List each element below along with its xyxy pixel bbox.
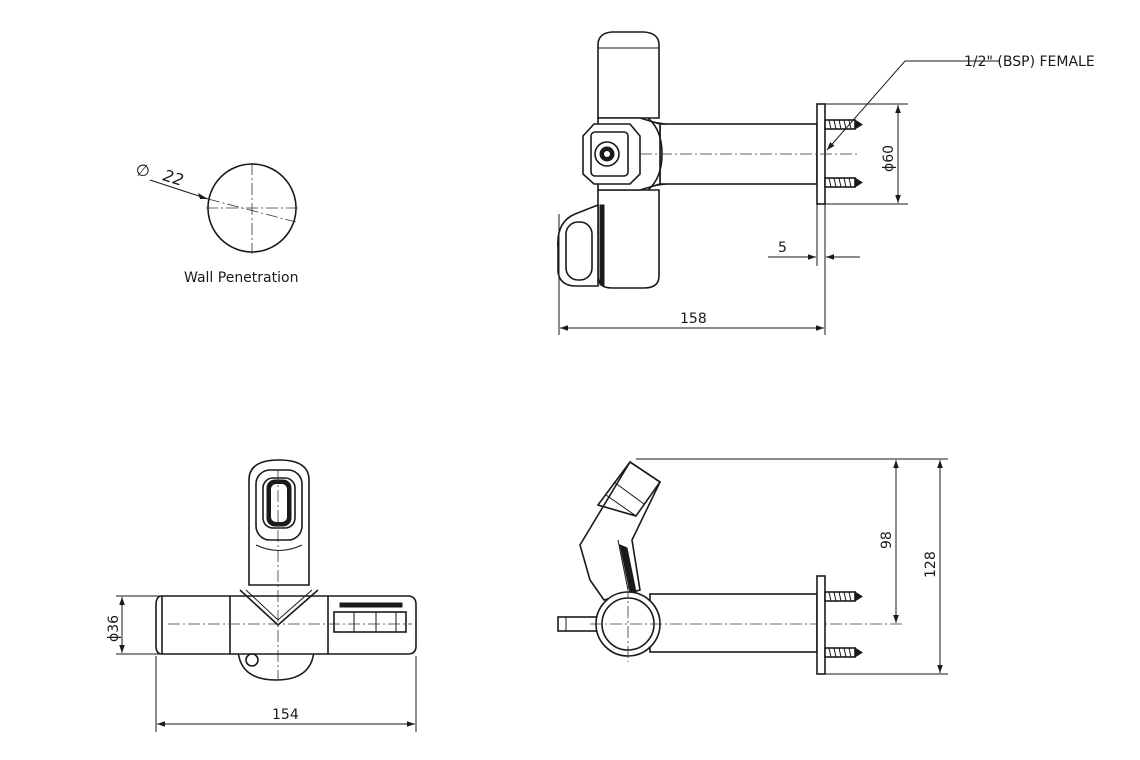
- thread-callout: 1/2" (BSP) FEMALE: [964, 54, 1095, 70]
- overall-depth-dim: 158: [680, 311, 707, 327]
- diameter-symbol: ∅: [136, 161, 150, 180]
- screw-upper: [824, 119, 863, 130]
- wall-penetration-view: ∅ 22 Wall Penetration: [136, 161, 298, 286]
- screw-lower: [824, 177, 863, 188]
- overall-width-dim: 154: [272, 707, 299, 723]
- elevation-screw-lower: [824, 647, 863, 658]
- wall-penetration-label: Wall Penetration: [184, 270, 298, 286]
- height-to-centre-dim: 98: [879, 531, 895, 549]
- body-diameter-dim: ϕ36: [106, 615, 122, 642]
- flange-thickness-dim: 5: [778, 240, 787, 256]
- overall-height-dim: 128: [923, 551, 939, 578]
- elevation-screw-upper: [824, 591, 863, 602]
- diameter-leader: [149, 179, 209, 200]
- diameter-value: 22: [161, 166, 186, 190]
- front-view: ϕ36 154: [106, 459, 417, 732]
- flange-diameter-dim: ϕ60: [881, 145, 897, 172]
- side-view: 1/2" (BSP) FEMALE ϕ60 5 158: [557, 31, 1095, 335]
- elevation-view: 98 128: [557, 458, 948, 675]
